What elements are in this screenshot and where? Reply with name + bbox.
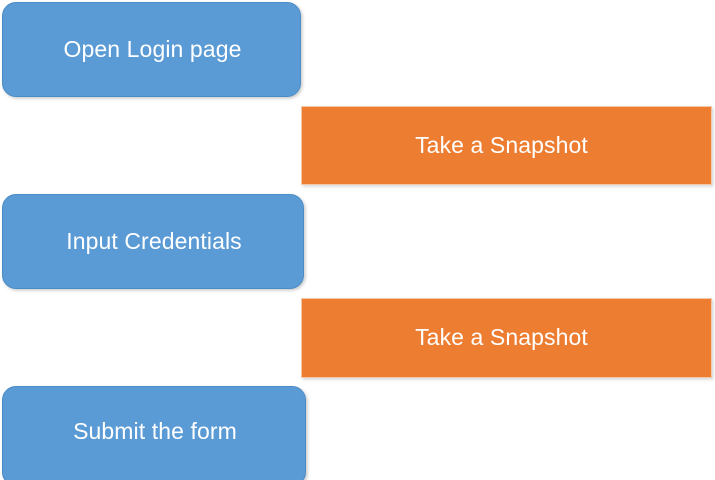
step-label: Take a Snapshot (415, 324, 588, 351)
step-open-login-page[interactable]: Open Login page (2, 2, 301, 97)
step-label: Submit the form (73, 418, 237, 445)
step-take-a-snapshot-2[interactable]: Take a Snapshot (301, 298, 712, 378)
step-submit-the-form[interactable]: Submit the form (2, 386, 306, 480)
step-take-a-snapshot-1[interactable]: Take a Snapshot (301, 106, 712, 185)
step-label: Input Credentials (66, 227, 242, 254)
step-input-credentials[interactable]: Input Credentials (2, 194, 304, 289)
step-label: Open Login page (63, 35, 242, 62)
step-label: Take a Snapshot (415, 131, 588, 158)
